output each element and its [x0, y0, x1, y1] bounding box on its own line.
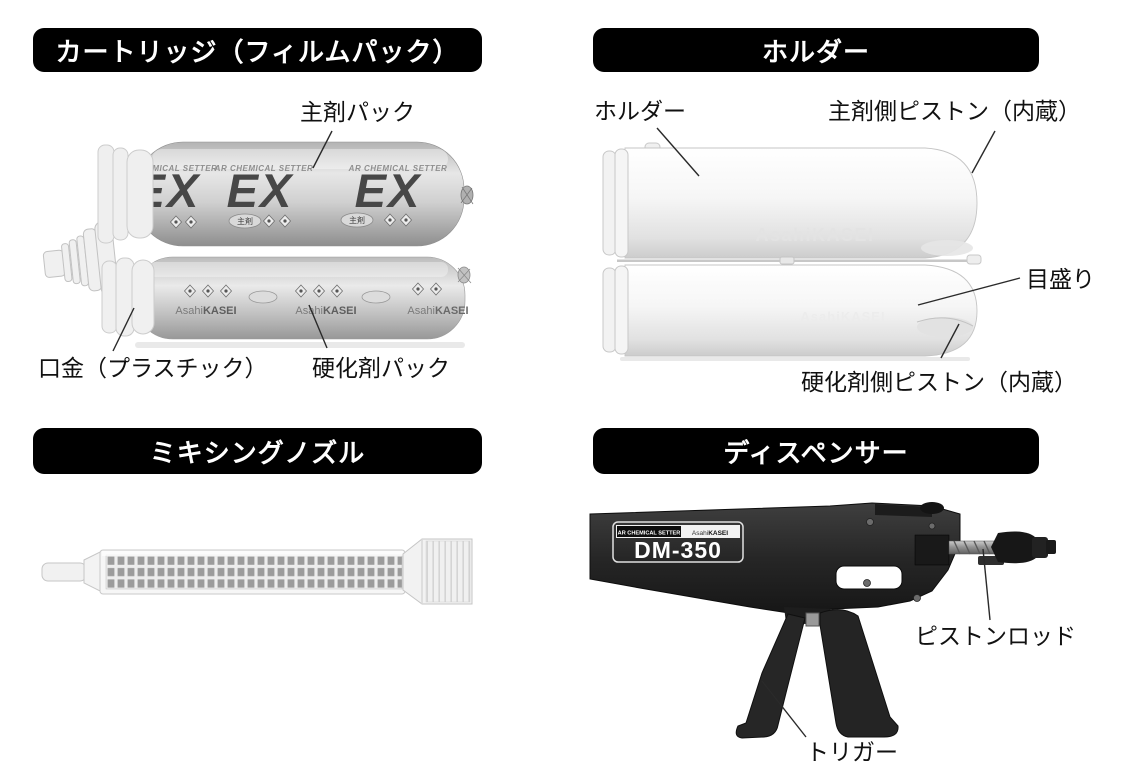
callout-hardener-piston: 硬化剤側ピストン（内蔵）	[801, 369, 1077, 395]
trigger-lever	[735, 613, 806, 739]
maker-logo-text: AsahiKASEI	[295, 305, 356, 317]
main-agent-pack: AR CHEMICAL SETTER AR CHEMICAL SETTER AR…	[118, 141, 474, 247]
cartridge-photo: AsahiKASEI AsahiKASEI AsahiKASEI AR CHEM…	[42, 141, 474, 348]
main-piston-bulge	[921, 240, 973, 256]
callout-scale: 目盛り	[1026, 266, 1095, 292]
mixing-nozzle-section-title: ミキシングノズル	[33, 428, 482, 474]
callout-piston-rod: ピストンロッド	[915, 623, 1076, 649]
holder-top-barrel: AsahiKASEI	[602, 142, 978, 259]
mixing-nozzle-photo	[41, 538, 473, 605]
model-number-text: DM-350	[634, 537, 722, 563]
cartridge-section-title: カートリッジ（フィルムパック）	[33, 28, 482, 72]
wire-tie	[457, 266, 472, 284]
hardener-pack: AsahiKASEI AsahiKASEI AsahiKASEI	[134, 256, 472, 340]
svg-text:主剤: 主剤	[237, 216, 253, 226]
dispenser-section-title: ディスペンサー	[593, 428, 1039, 474]
dispenser-gun: AR CHEMICAL SETTER AsahiKASEI DM-350	[589, 502, 1056, 739]
holder-shadow	[620, 357, 970, 361]
brand-line-text: AR CHEMICAL SETTER	[618, 531, 681, 537]
svg-text:主剤: 主剤	[349, 215, 365, 225]
nozzle-cone	[83, 550, 103, 593]
main-agent-badge-oval: 主剤	[340, 212, 374, 228]
callout-mouthpiece: 口金（プラスチック）	[38, 355, 268, 381]
pivot-pin	[805, 612, 820, 627]
rear-hump	[875, 504, 932, 517]
nozzle-tip	[41, 562, 87, 582]
callout-main-pack: 主剤パック	[300, 99, 415, 125]
hardener-badge-oval	[248, 290, 278, 304]
ex-logo-text: EX	[227, 164, 294, 217]
brand-line-text: AR CHEMICAL SETTER	[348, 164, 448, 173]
callout-hardener-pack: 硬化剤パック	[312, 355, 450, 381]
holder-gap	[617, 254, 982, 265]
maker-logo-text: AsahiKASEI	[692, 530, 728, 537]
nozzle-coupling	[402, 538, 473, 605]
main-agent-badge-oval: 主剤	[228, 213, 262, 229]
rear-knob	[920, 502, 944, 514]
screws	[863, 518, 936, 602]
dispenser-photo: AR CHEMICAL SETTER AsahiKASEI DM-350	[589, 502, 1056, 739]
brand-line-text: AR CHEMICAL SETTER	[214, 164, 314, 173]
callout-trigger: トリガー	[806, 739, 898, 765]
frame-window	[835, 565, 903, 590]
brand-line-text: AR CHEMICAL SETTER	[118, 164, 218, 173]
grip-handle	[819, 609, 899, 738]
maker-logo-text: AsahiKASEI	[407, 305, 468, 317]
reflection	[135, 342, 465, 348]
embossed-maker-text: AsahiKASEI	[755, 225, 874, 245]
holder-photo: AsahiKASEI AsahiKASEI	[602, 142, 982, 361]
callout-holder: ホルダー	[594, 98, 686, 124]
rod-housing	[914, 534, 950, 566]
mixer-element	[105, 554, 403, 590]
rod-end-knob	[978, 531, 1056, 565]
holder-section-title: ホルダー	[593, 28, 1039, 72]
model-label: AR CHEMICAL SETTER AsahiKASEI DM-350	[612, 521, 744, 563]
maker-logo-text: AsahiKASEI	[175, 305, 236, 317]
callout-main-piston: 主剤側ピストン（内蔵）	[828, 98, 1081, 124]
hardener-pack-cap	[101, 257, 155, 337]
main-pack-cap	[97, 144, 154, 244]
hardener-badge-oval	[361, 290, 391, 304]
ex-logo-text: EX	[355, 164, 422, 217]
embossed-maker-text-faint: AsahiKASEI	[800, 309, 885, 324]
film-clip	[460, 185, 474, 205]
holder-bottom-barrel: AsahiKASEI	[602, 264, 978, 357]
nozzle-tube	[99, 549, 406, 595]
